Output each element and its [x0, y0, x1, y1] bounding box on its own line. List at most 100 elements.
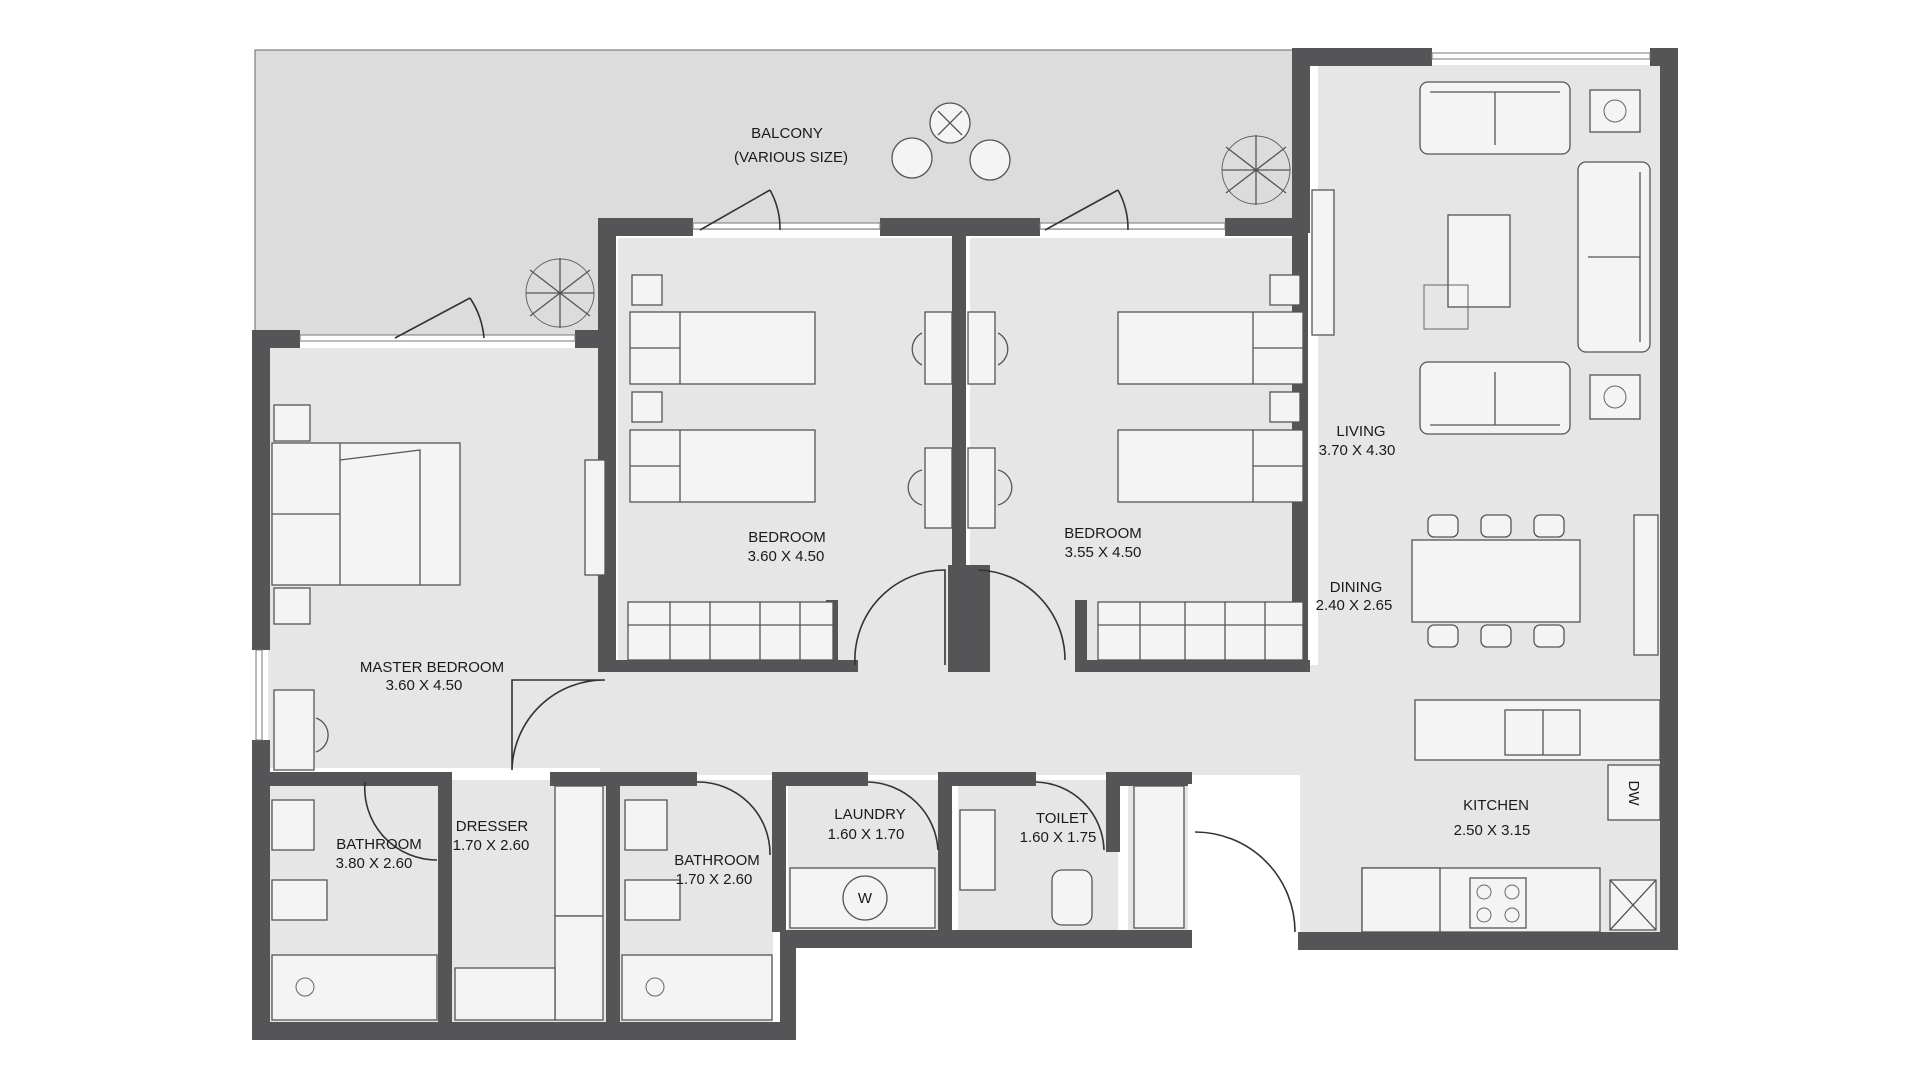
kitchen-name: KITCHEN	[1463, 797, 1529, 814]
door-swing-icon	[363, 781, 438, 861]
wall-bed2-bottom-l	[1075, 600, 1087, 672]
chair-icon	[891, 137, 933, 179]
toilet-icon	[271, 879, 328, 921]
stove-icon	[1476, 884, 1520, 923]
shower-tray	[621, 954, 773, 1021]
wall-bath2-top	[612, 772, 697, 786]
wall-bed-top-b	[880, 218, 1040, 236]
bathroom-master-size: 3.80 X 2.60	[336, 855, 413, 872]
plant-icon	[525, 258, 595, 328]
plant-icon	[1221, 135, 1291, 205]
bedroom-2-size: 3.55 X 4.50	[1065, 544, 1142, 561]
lamp-icon	[1269, 274, 1301, 306]
wardrobe	[584, 459, 606, 576]
door-swing-icon	[696, 781, 771, 856]
wall-bath-top-b	[550, 772, 610, 786]
living-furniture	[1311, 81, 1659, 656]
lamp-icon	[1603, 99, 1627, 123]
living-name: LIVING	[1336, 423, 1385, 440]
washer-label: W	[858, 890, 873, 907]
wall-bed-top-a	[598, 218, 693, 236]
door-swing-icon	[854, 569, 946, 666]
dresser-unit	[554, 785, 604, 917]
master-bedroom-name: MASTER BEDROOM	[360, 659, 504, 676]
dining-name: DINING	[1330, 579, 1383, 596]
bed-icon	[272, 443, 421, 585]
chair-icon	[997, 332, 1013, 506]
desk	[273, 689, 315, 771]
coffee-table	[1447, 214, 1511, 308]
balcony-furniture	[525, 102, 1291, 328]
wall-master-right	[598, 330, 612, 360]
desk	[967, 311, 996, 385]
dining-size: 2.40 X 2.65	[1316, 597, 1393, 614]
hall-floor	[600, 665, 1320, 775]
lamp-icon	[273, 587, 311, 625]
chair-icon	[1427, 514, 1565, 648]
shower-tray	[271, 954, 438, 1021]
tv-unit	[1311, 189, 1335, 336]
wall-bed2-bottom	[1075, 660, 1310, 672]
wall-right	[1660, 48, 1678, 948]
bedroom-2-name: BEDROOM	[1064, 525, 1142, 542]
bedroom-1-size: 3.60 X 4.50	[748, 548, 825, 565]
dresser-size: 1.70 X 2.60	[453, 837, 530, 854]
toilet-name: TOILET	[1036, 810, 1088, 827]
table-icon	[937, 110, 963, 136]
lamp-icon	[1603, 385, 1627, 409]
lamp-icon	[273, 404, 311, 442]
window-bed2	[1039, 222, 1226, 230]
wall-toilet-top	[940, 772, 1036, 786]
drain-icon	[645, 977, 665, 997]
wall-bed1-left	[598, 218, 616, 670]
bathroom-2-size: 1.70 X 2.60	[676, 871, 753, 888]
washer-icon	[842, 875, 888, 921]
closet-unit	[1133, 785, 1185, 929]
drain-icon	[295, 977, 315, 997]
toilet-size: 1.60 X 1.75	[1020, 829, 1097, 846]
door-swing-icon	[394, 297, 485, 339]
lamp-icon	[631, 274, 663, 306]
sink-icon	[624, 799, 668, 851]
chair-icon	[315, 717, 329, 753]
dishwasher	[1607, 764, 1661, 821]
wall-bed-divider	[952, 230, 966, 670]
sideboard	[1633, 514, 1659, 656]
laundry-name: LAUNDRY	[834, 806, 905, 823]
door-swing-icon	[977, 569, 1066, 661]
wall-bath2-laundry	[772, 772, 786, 932]
door-swing-icon	[1035, 781, 1105, 851]
lamp-icon	[1589, 374, 1641, 420]
dishwasher-label: DW	[1625, 781, 1642, 807]
sink-icon	[959, 809, 996, 891]
chair-icon	[969, 139, 1011, 181]
dresser-unit	[554, 915, 604, 1021]
master-bedroom-furniture	[271, 404, 606, 771]
service-furniture: W	[271, 785, 1185, 1021]
lamp-icon	[631, 391, 663, 423]
master-bedroom-size: 3.60 X 4.50	[386, 677, 463, 694]
wall-top-living-r	[1650, 48, 1678, 66]
wall-bath-top-a	[252, 772, 444, 786]
window-bed1	[692, 222, 881, 230]
dresser-name: DRESSER	[456, 818, 529, 835]
doors	[363, 189, 1296, 933]
bedroom-1-furniture	[627, 274, 953, 661]
desk	[924, 311, 953, 385]
balcony-size: (VARIOUS SIZE)	[734, 149, 848, 166]
toilet-icon	[624, 879, 681, 921]
wall-closet-top	[1108, 772, 1188, 786]
bathroom-master-name: BATHROOM	[336, 836, 422, 853]
bedroom-2-furniture	[967, 274, 1304, 661]
chair-icon	[907, 332, 923, 506]
window-living	[1431, 52, 1651, 60]
balcony-name: BALCONY	[751, 125, 823, 142]
door-swing-icon	[1194, 831, 1296, 933]
living-size: 3.70 X 4.30	[1319, 442, 1396, 459]
door-swing-icon	[699, 189, 781, 231]
wall-bottom-step	[780, 930, 796, 1040]
wall-bottom-left	[252, 1022, 794, 1040]
window-master-side	[255, 649, 263, 741]
dresser-unit	[454, 967, 556, 1021]
